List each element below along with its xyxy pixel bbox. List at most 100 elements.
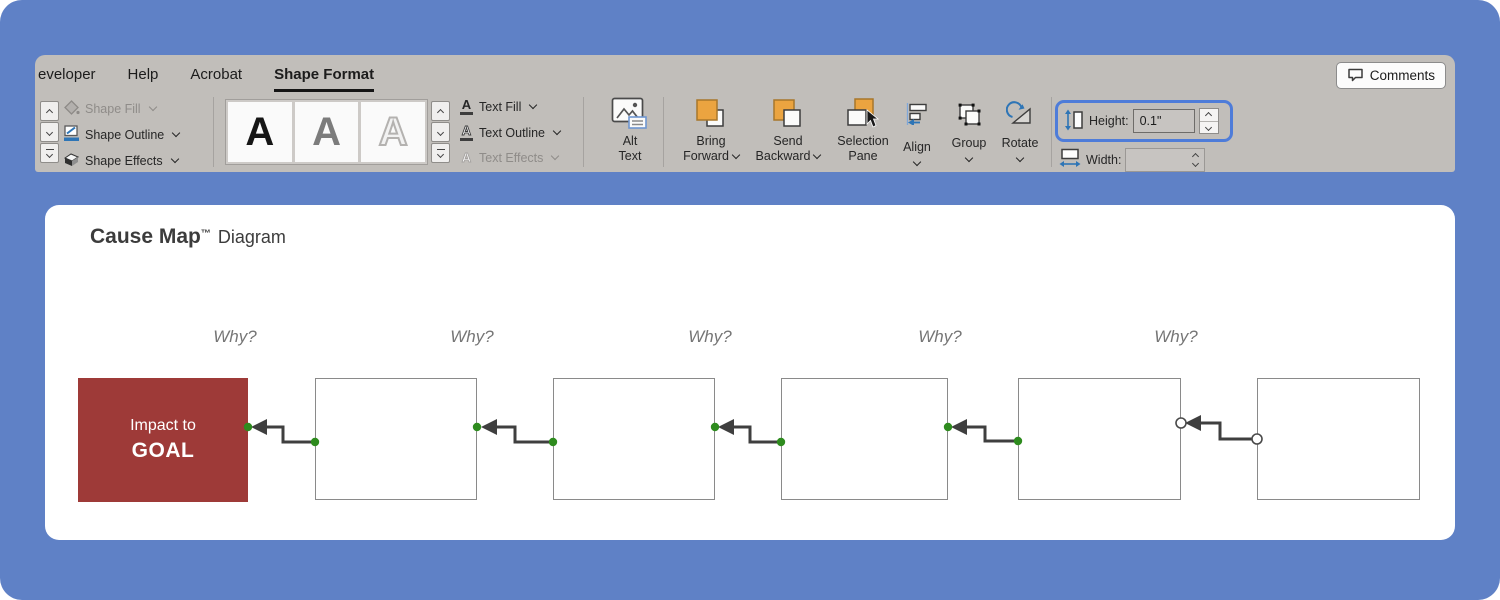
alt-text-button[interactable]: Alt Text — [595, 94, 665, 170]
text-outline-label: Text Outline — [479, 126, 546, 140]
connection-point-open[interactable] — [1251, 433, 1263, 445]
shape-outline-button[interactable]: Shape Outline — [63, 125, 181, 145]
ribbon-tab-bar: eveloper Help Acrobat Shape Format Comme… — [35, 55, 1455, 92]
bring-forward-icon — [694, 94, 728, 134]
chevron-down-icon — [170, 154, 179, 164]
selection-pane-button[interactable]: Selection Pane — [827, 94, 899, 170]
align-button[interactable]: Align — [891, 94, 943, 170]
chevron-down-icon — [45, 150, 54, 159]
spinner-down-button[interactable] — [1200, 122, 1218, 134]
group-button[interactable]: Group — [943, 94, 995, 170]
connector-layer — [243, 415, 1263, 447]
shape-fill-button[interactable]: Shape Fill — [63, 99, 157, 119]
text-outline-button[interactable]: A Text Outline — [459, 124, 562, 141]
why-label-1[interactable]: Why? — [213, 327, 257, 346]
text-fill-label: Text Fill — [479, 100, 522, 114]
connector[interactable] — [496, 425, 553, 444]
height-field-highlight: Height: 0.1" — [1055, 100, 1233, 142]
gallery-more-button[interactable] — [40, 143, 59, 163]
gallery-scroll-up-button[interactable] — [40, 101, 59, 121]
align-icon — [905, 94, 929, 134]
width-input[interactable] — [1125, 147, 1206, 172]
gallery-more-button[interactable] — [431, 143, 450, 163]
height-spinner[interactable] — [1198, 108, 1219, 134]
height-input[interactable]: 0.1" — [1132, 109, 1195, 133]
width-spinner[interactable] — [1192, 152, 1200, 168]
wordart-gallery-scroll — [431, 101, 450, 163]
chevron-down-icon — [912, 157, 922, 167]
tab-shape-format[interactable]: Shape Format — [258, 66, 390, 92]
chevron-down-icon — [552, 126, 562, 136]
ribbon: eveloper Help Acrobat Shape Format Comme… — [35, 55, 1455, 172]
connection-point-green[interactable] — [243, 422, 253, 432]
connector[interactable] — [1200, 421, 1257, 441]
comments-button[interactable]: Comments — [1335, 62, 1446, 89]
arrowhead-icon — [1185, 415, 1201, 431]
gallery-scroll-up-button[interactable] — [431, 101, 450, 121]
trademark-symbol: ™ — [200, 228, 211, 240]
arrowhead-icon — [481, 419, 497, 435]
connector[interactable] — [266, 425, 315, 444]
pen-outline-icon — [63, 125, 80, 145]
text-effects-label: Text Effects — [479, 151, 544, 165]
connection-point-open[interactable] — [1175, 417, 1187, 429]
send-backward-button[interactable]: Send Backward — [749, 94, 827, 170]
selection-pane-icon — [845, 94, 881, 134]
shape-width-icon — [1058, 147, 1082, 172]
spinner-up-button[interactable] — [1199, 109, 1218, 122]
diagram-title[interactable]: Cause Map™ Diagram — [90, 225, 286, 249]
wordart-styles-gallery: A A A — [225, 99, 428, 165]
connection-point-green[interactable] — [472, 422, 482, 432]
connector[interactable] — [966, 425, 1018, 443]
rotate-icon — [1006, 94, 1034, 134]
why-label-3[interactable]: Why? — [688, 327, 732, 346]
connection-point-green[interactable] — [710, 422, 720, 432]
width-field-row: Width: — [1058, 147, 1206, 172]
text-fill-icon: A — [459, 98, 474, 115]
alt-text-icon — [611, 94, 649, 134]
tab-acrobat[interactable]: Acrobat — [190, 66, 243, 83]
tab-help[interactable]: Help — [127, 66, 159, 83]
text-effects-button[interactable]: A Text Effects — [459, 151, 560, 165]
diagram-title-rest: Diagram — [217, 227, 286, 247]
connection-point-green[interactable] — [310, 437, 320, 447]
wordart-style-1[interactable]: A — [228, 102, 292, 162]
ribbon-content: Shape Fill Shape Outline Shape Effects A… — [35, 92, 1455, 172]
rotate-button[interactable]: Rotate — [991, 94, 1049, 170]
impact-goal-box[interactable]: Impact to GOAL — [78, 378, 248, 502]
gallery-scroll-down-button[interactable] — [40, 122, 59, 142]
chevron-down-icon — [148, 102, 157, 112]
why-label-2[interactable]: Why? — [450, 327, 494, 346]
chevron-down-icon — [1205, 123, 1213, 131]
connection-point-green[interactable] — [1013, 436, 1023, 446]
text-fill-button[interactable]: A Text Fill — [459, 98, 538, 115]
gallery-scroll-down-button[interactable] — [431, 122, 450, 142]
text-outline-icon: A — [459, 124, 474, 141]
send-backward-icon — [771, 94, 805, 134]
chevron-down-icon — [813, 150, 822, 159]
cause-box-3[interactable] — [781, 378, 948, 500]
wordart-style-2[interactable]: A — [294, 102, 359, 162]
connection-point-green[interactable] — [943, 422, 953, 432]
tab-developer[interactable]: eveloper — [38, 66, 96, 83]
shape-effects-button[interactable]: Shape Effects — [63, 151, 179, 171]
group-separator — [1051, 97, 1052, 167]
why-label-4[interactable]: Why? — [918, 327, 962, 346]
more-bar-icon — [436, 149, 445, 150]
diagram-title-bold: Cause Map — [90, 225, 201, 248]
chevron-down-icon — [171, 128, 181, 138]
cause-box-2[interactable] — [553, 378, 715, 500]
connection-point-green[interactable] — [548, 437, 558, 447]
cause-box-4[interactable] — [1018, 378, 1181, 500]
chevron-down-icon — [1015, 153, 1025, 163]
group-objects-icon — [956, 94, 982, 134]
shape-outline-label: Shape Outline — [85, 128, 165, 142]
cause-box-5[interactable] — [1257, 378, 1420, 500]
why-label-5[interactable]: Why? — [1154, 327, 1198, 346]
connector[interactable] — [733, 425, 781, 444]
chevron-up-icon — [436, 108, 445, 116]
connection-point-green[interactable] — [776, 437, 786, 447]
bring-forward-button[interactable]: Bring Forward — [673, 94, 749, 170]
wordart-style-3[interactable]: A — [361, 102, 426, 162]
